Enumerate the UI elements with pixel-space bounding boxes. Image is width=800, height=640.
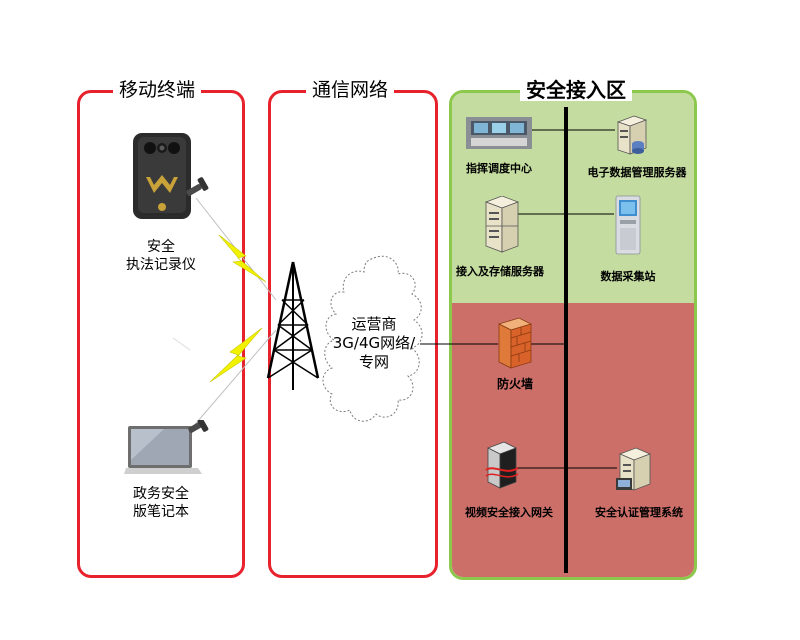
- secure-access-zone-title: 安全接入区: [520, 79, 632, 101]
- body-camera-icon: [133, 133, 209, 219]
- collection-station-label: 数据采集站: [600, 270, 656, 283]
- cloud-network-label-line1: 运营商: [351, 315, 397, 333]
- cloud-network-icon: [322, 255, 423, 422]
- boundary-band: [452, 303, 694, 577]
- data-server-icon: [616, 115, 648, 155]
- radio-tower-icon: [266, 261, 320, 390]
- bodycam-label-line1: 安全: [147, 239, 175, 255]
- auth-system-label: 安全认证管理系统: [595, 506, 683, 519]
- lightning-bolt-icon: [209, 327, 263, 383]
- network-zone-title: 通信网络: [306, 79, 395, 101]
- video-gateway-icon: [485, 441, 519, 489]
- firewall-label: 防火墙: [496, 377, 533, 391]
- lightning-bolt-icon: [218, 234, 267, 283]
- secure-access-zone: [449, 90, 697, 580]
- mobile-terminal-zone-title: 移动终端: [113, 79, 202, 101]
- cloud-network-label-line3: 专网: [358, 353, 389, 371]
- data-server-label: 电子数据管理服务器: [587, 166, 687, 179]
- signal-line-faint: [172, 337, 191, 351]
- storage-server-icon: [484, 196, 520, 253]
- auth-system-icon: [616, 447, 652, 491]
- laptop-label-line2: 版笔记本: [133, 504, 189, 520]
- storage-server-label: 接入及存储服务器: [456, 265, 544, 278]
- laptop-label-line1: 政务安全: [133, 486, 189, 502]
- cloud-network-label-line2: 3G/4G网络/: [332, 334, 416, 352]
- collection-station-icon: [615, 195, 641, 255]
- laptop-icon: [124, 420, 209, 474]
- video-gateway-label: 视频安全接入网关: [465, 506, 553, 519]
- bodycam-label-line2: 执法记录仪: [126, 257, 196, 273]
- signal-line-laptop: [191, 329, 277, 429]
- command-center-icon: [466, 117, 532, 149]
- command-center-label: 指挥调度中心: [466, 162, 532, 175]
- firewall-icon: [497, 317, 533, 369]
